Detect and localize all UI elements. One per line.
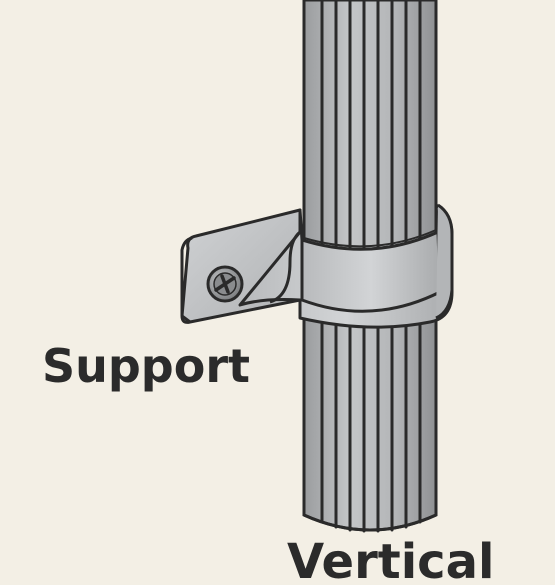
screw-icon [206,265,244,303]
vertical-label: Vertical [287,534,495,585]
clamp-band [238,203,454,329]
support-label: Support [42,339,251,393]
